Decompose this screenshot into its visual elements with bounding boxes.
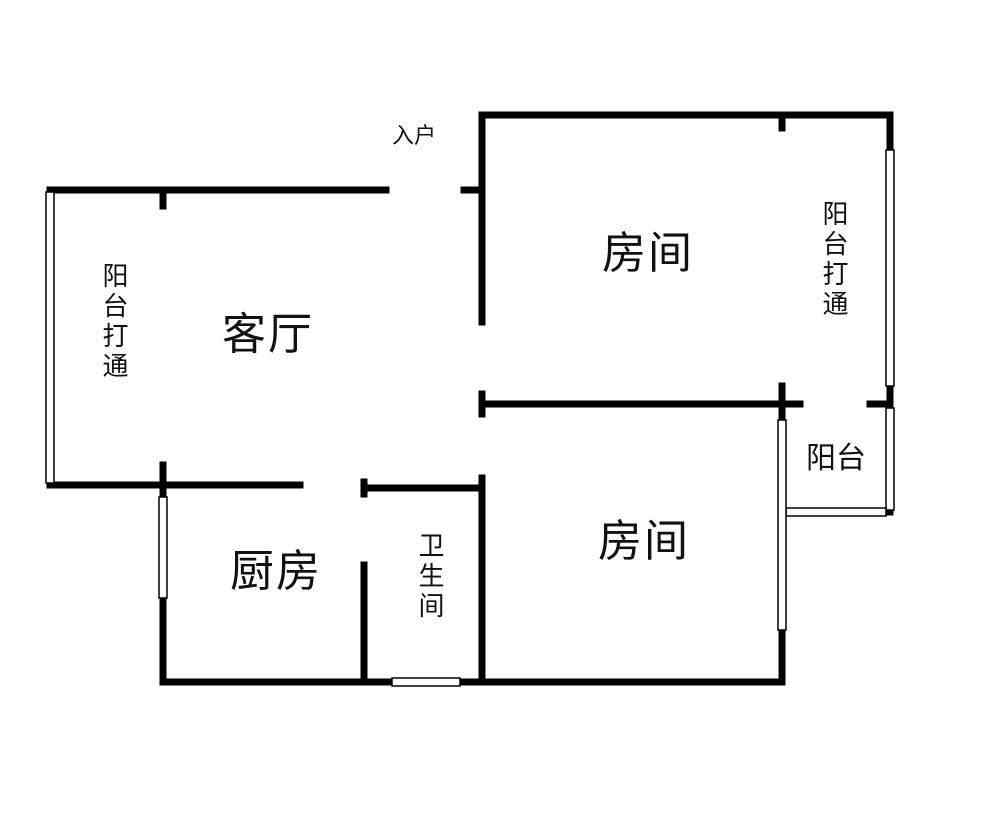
label-balcony-small: 阳台 bbox=[806, 441, 866, 476]
label-living-room: 客厅 bbox=[222, 309, 314, 360]
label-kitchen: 厨房 bbox=[230, 546, 322, 597]
window-balcony-right bbox=[885, 149, 895, 387]
exterior-walls bbox=[46, 111, 894, 686]
windows bbox=[45, 149, 895, 687]
label-room-lower: 房间 bbox=[598, 516, 690, 567]
label-entrance: 入户 bbox=[392, 124, 437, 149]
window-kitchen-left bbox=[158, 496, 168, 599]
window-living-left bbox=[45, 191, 55, 484]
label-room-upper: 房间 bbox=[602, 228, 694, 279]
label-balcony-left: 阳台打通 bbox=[98, 262, 128, 382]
label-bathroom: 卫生间 bbox=[414, 532, 444, 622]
window-bath-bottom bbox=[391, 677, 461, 687]
window-balcony-small-right bbox=[885, 407, 895, 511]
window-balcony-small-bottom bbox=[785, 507, 887, 517]
window-room-lower-right bbox=[777, 419, 787, 631]
label-balcony-right: 阳台打通 bbox=[818, 200, 848, 320]
